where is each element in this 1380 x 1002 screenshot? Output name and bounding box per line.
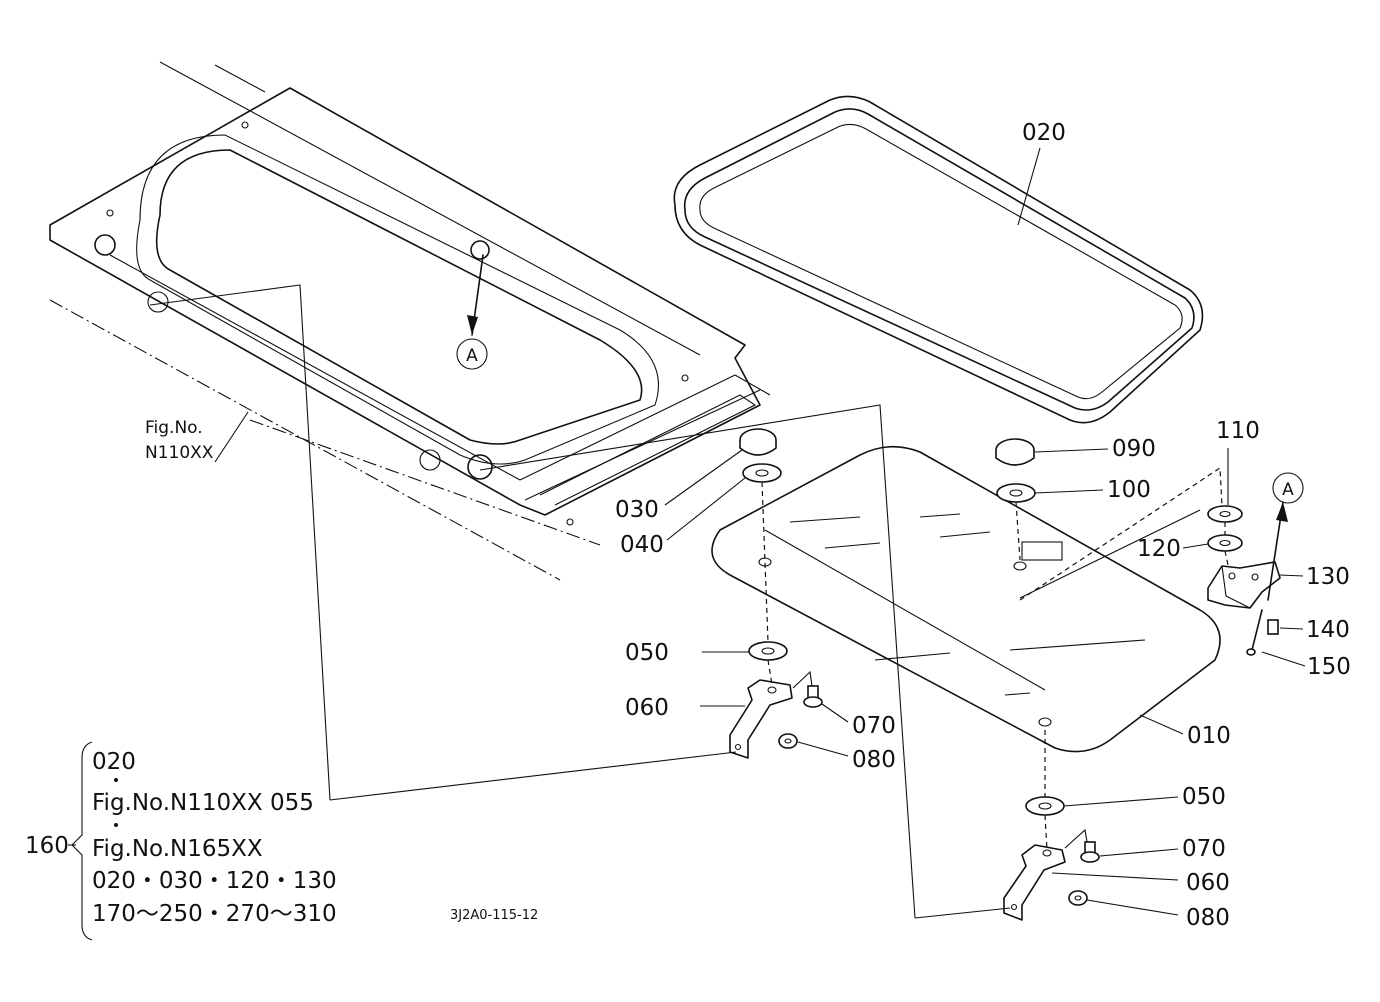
drawing-code: 3J2A0-115-12 — [450, 908, 538, 923]
callout-110: 110 — [1216, 418, 1260, 444]
part-010-glass — [711, 445, 1221, 753]
roof-panel — [49, 61, 771, 581]
assembly-lines — [149, 284, 1229, 919]
callout-labels: 020 030 040 090 100 110 120 130 140 150 … — [615, 120, 1351, 931]
part-150-screw — [1246, 609, 1263, 656]
kit-line-2: Fig.No.N110XX 055 — [92, 790, 314, 816]
part-050-washer-right — [1025, 796, 1065, 816]
part-080-nut-left — [778, 733, 798, 749]
part-040-washer — [742, 463, 782, 483]
part-060-bracket-left — [729, 679, 793, 759]
callout-070-right: 070 — [1182, 836, 1226, 862]
kit-line-5: 170～250・270～310 — [92, 901, 337, 927]
part-130-latch — [1207, 561, 1281, 609]
callout-120: 120 — [1137, 536, 1181, 562]
view-a-marker-right: A — [1272, 472, 1304, 504]
callout-100: 100 — [1107, 477, 1151, 503]
leader-lines — [214, 147, 1306, 916]
part-020-seal — [673, 95, 1204, 424]
callout-060-left: 060 — [625, 695, 669, 721]
part-090-grommet — [995, 438, 1035, 466]
callout-010: 010 — [1187, 723, 1231, 749]
callout-040: 040 — [620, 532, 664, 558]
fig-ref-line2: N110XX — [145, 443, 214, 463]
callout-080-left: 080 — [852, 747, 896, 773]
callout-050-left: 050 — [625, 640, 669, 666]
kit-line-3: Fig.No.N165XX — [92, 836, 263, 862]
part-030-grommet — [739, 428, 777, 456]
part-070-screw-right — [1080, 841, 1100, 863]
part-110-washer — [1207, 505, 1243, 523]
view-a-arrow-left — [467, 254, 484, 336]
kit-number: 160 — [25, 833, 69, 859]
view-a-letter-right: A — [1282, 480, 1294, 500]
part-140-nut — [1267, 619, 1279, 635]
callout-020: 020 — [1022, 120, 1066, 146]
view-a-letter-left: A — [466, 346, 478, 366]
part-120-washer — [1207, 534, 1243, 552]
callout-130: 130 — [1306, 564, 1350, 590]
part-070-screw-left — [803, 685, 823, 708]
part-050-washer-left — [748, 641, 788, 661]
kit-line-4: 020・030・120・130 — [92, 868, 337, 894]
callout-070-left: 070 — [852, 713, 896, 739]
fig-reference: Fig.No. N110XX — [145, 418, 214, 463]
callout-090: 090 — [1112, 436, 1156, 462]
kit-line-1: 020 — [92, 749, 136, 775]
part-060-bracket-right — [1003, 844, 1066, 921]
part-080-nut-right — [1068, 890, 1088, 906]
callout-080-right: 080 — [1186, 905, 1230, 931]
callout-140: 140 — [1306, 617, 1350, 643]
callout-060-right: 060 — [1186, 870, 1230, 896]
view-a-arrow-right — [1267, 501, 1288, 601]
callout-150: 150 — [1307, 654, 1351, 680]
fig-ref-line1: Fig.No. — [145, 418, 203, 438]
view-a-marker-left: A — [456, 338, 488, 370]
callout-050-right: 050 — [1182, 784, 1226, 810]
part-100-washer — [996, 483, 1036, 503]
kit-160-list: 160 020 Fig.No.N110XX 055 Fig.No.N165XX … — [25, 741, 337, 941]
callout-030: 030 — [615, 497, 659, 523]
